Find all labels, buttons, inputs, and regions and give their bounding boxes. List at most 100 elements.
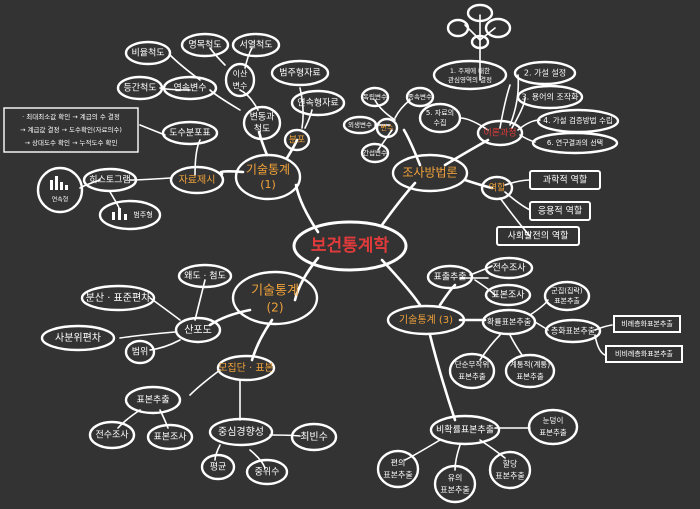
- edge-desc3-nonprob: [428, 333, 457, 422]
- purp-line1: 유의: [448, 473, 463, 483]
- iqr-node[interactable]: 사분위편차: [40, 324, 116, 352]
- histogram-node[interactable]: 히스토그램: [82, 167, 138, 193]
- probability-sampling-node[interactable]: 확률표본추출: [481, 308, 537, 336]
- freq-table-node[interactable]: 도수분포표: [161, 120, 219, 146]
- theory-step-1[interactable]: 1. 주제에 대한 관심영역의 결정: [432, 59, 508, 91]
- sampling-node[interactable]: 표본추출: [124, 385, 182, 415]
- var-independent[interactable]: 독립변수: [360, 86, 390, 108]
- categorical-data-node[interactable]: 범주형자료: [270, 59, 330, 87]
- step1-line2: 관심영역의 결정: [448, 75, 492, 84]
- theory-step-6[interactable]: 6. 연구결과의 선택: [531, 131, 619, 155]
- center-node[interactable]: 보건통계학: [292, 220, 408, 272]
- var-extraneous-label: 외생변수: [348, 120, 372, 129]
- discrete-var-node[interactable]: 이산 변수: [224, 62, 256, 98]
- data-presentation-node[interactable]: 자료제시: [169, 165, 225, 195]
- theory-step-2[interactable]: 2. 가설 설정: [513, 60, 577, 86]
- range-node[interactable]: 범위: [124, 339, 156, 365]
- cluster-sampling-node[interactable]: 군집(집락) 표본추출: [543, 280, 591, 312]
- ratio-scale-label: 비율척도: [131, 48, 164, 59]
- edge-research-roles: [463, 178, 494, 190]
- continuous-var-node[interactable]: 연속변수: [162, 75, 218, 101]
- step5-line2: 수집: [434, 118, 447, 127]
- convenience-node[interactable]: 편의 표본추출: [376, 449, 420, 489]
- top-survey-node[interactable]: 표본조사: [484, 283, 532, 307]
- desc2-node[interactable]: 기술통계 (2): [231, 270, 319, 326]
- step3-label: 3. 용어의 조작화: [522, 92, 580, 102]
- systematic-node[interactable]: 계통적(계통) 표본추출: [504, 353, 556, 389]
- theory-mini-nodes: [446, 3, 512, 50]
- snowball-node[interactable]: 눈덩이 표본추출: [527, 408, 579, 446]
- role-social[interactable]: 사회발전의 역할: [496, 226, 580, 246]
- edge-theory-top: [499, 84, 511, 129]
- nonprob-label: 비확률표본추출: [436, 424, 494, 436]
- continuous-data-node[interactable]: 연속형자료: [290, 89, 346, 117]
- step5-line1: 5. 자료의: [426, 108, 454, 117]
- var-dependent[interactable]: 종속변수: [405, 86, 435, 108]
- research-node[interactable]: 조사방법론: [391, 153, 469, 193]
- distribution-node[interactable]: 분포: [283, 128, 311, 152]
- nominal-scale-node[interactable]: 명목척도: [180, 32, 230, 58]
- quota-node[interactable]: 할당 표본추출: [488, 450, 532, 490]
- ratio-scale-node[interactable]: 비율척도: [124, 40, 172, 66]
- theory-node[interactable]: 이론과정: [476, 119, 524, 147]
- var-intervening[interactable]: 간섭변수: [360, 142, 390, 164]
- srs-node[interactable]: 단순무작위 표본추출: [448, 352, 496, 390]
- freq-table-label: 도수분포표: [169, 128, 210, 139]
- census-node[interactable]: 전수조사: [88, 420, 136, 450]
- variables-node[interactable]: 변수: [375, 117, 399, 139]
- spread-node[interactable]: 변동과 척도: [242, 105, 282, 141]
- prob-label: 확률표본추출: [487, 317, 531, 327]
- desc2-title-line1: 기술통계: [251, 284, 299, 299]
- mini-node-1: [466, 3, 494, 23]
- top-sample-node[interactable]: 표출추출: [426, 264, 474, 290]
- role-applied[interactable]: 응용적 역할: [529, 201, 591, 221]
- dispersion-node[interactable]: 산포도: [174, 316, 222, 344]
- role-applied-label: 응용적 역할: [538, 205, 582, 217]
- top-survey-label: 표본조사: [491, 290, 525, 301]
- role-social-label: 사회발전의 역할: [508, 231, 569, 242]
- central-tendency-node[interactable]: 중심경향성: [208, 417, 274, 447]
- theory-step-5[interactable]: 5. 자료의 수집: [418, 102, 462, 134]
- variance-node[interactable]: 분산 · 표준편차: [80, 284, 156, 312]
- desc1-title-line2: (1): [260, 178, 276, 191]
- desc3-node[interactable]: 기술통계 (3): [386, 304, 466, 336]
- center-label: 보건통계학: [311, 236, 390, 256]
- var-extraneous[interactable]: 외생변수: [342, 115, 378, 135]
- prop-strat-node[interactable]: 비례층화표본추출: [613, 315, 681, 333]
- nonprop-strat-node[interactable]: 비비례층화표본추출: [605, 345, 683, 363]
- histogram-label: 히스토그램: [89, 174, 130, 186]
- edge-research-theory: [443, 138, 490, 167]
- theory-step-3[interactable]: 3. 용어의 조작화: [516, 84, 584, 110]
- strat-label: 층화표본추출: [551, 326, 595, 336]
- conv-line2: 표본추출: [383, 470, 412, 480]
- desc1-node[interactable]: 기술통계 (1): [234, 153, 302, 201]
- theory-step-4[interactable]: 4. 가설 검증방법 수립: [536, 108, 620, 134]
- roles-node[interactable]: 역할: [480, 175, 514, 201]
- interval-scale-node[interactable]: 등간척도: [116, 75, 164, 101]
- edge-prob-cluster: [529, 299, 549, 316]
- edge-prob-srs: [479, 334, 501, 361]
- population-node[interactable]: 모집단 · 표본: [216, 354, 276, 382]
- edge-var-4: [377, 129, 393, 151]
- edge-freq-notes: [139, 124, 166, 136]
- mode-node[interactable]: 최빈수: [290, 422, 338, 452]
- skewness-node[interactable]: 왜도 · 첨도: [177, 263, 233, 289]
- nonprobability-sampling-node[interactable]: 비확률표본추출: [429, 414, 501, 446]
- mean-node[interactable]: 평균: [200, 453, 236, 481]
- top-census-node[interactable]: 전수조사: [484, 256, 534, 280]
- edge-np-conv: [404, 439, 441, 461]
- bar-icon: [118, 208, 121, 220]
- ordinal-scale-node[interactable]: 서열척도: [231, 32, 281, 58]
- median-node[interactable]: 중위수: [245, 458, 289, 486]
- var-intervening-label: 간섭변수: [363, 148, 387, 157]
- stratified-sampling-node[interactable]: 층화표본추출: [544, 318, 602, 344]
- sample-survey-node[interactable]: 표본조사: [146, 423, 194, 451]
- edge-central-mean: [214, 444, 221, 461]
- ordinal-scale-label: 서열척도: [239, 40, 272, 51]
- histogram-continuous-icon: 연속형: [36, 166, 84, 214]
- role-science[interactable]: 과학적 역할: [529, 170, 601, 190]
- purposive-node[interactable]: 유의 표본추출: [433, 464, 477, 504]
- notes-line1: · 최대최소값 확인 → 계급의 수 결정: [22, 112, 120, 121]
